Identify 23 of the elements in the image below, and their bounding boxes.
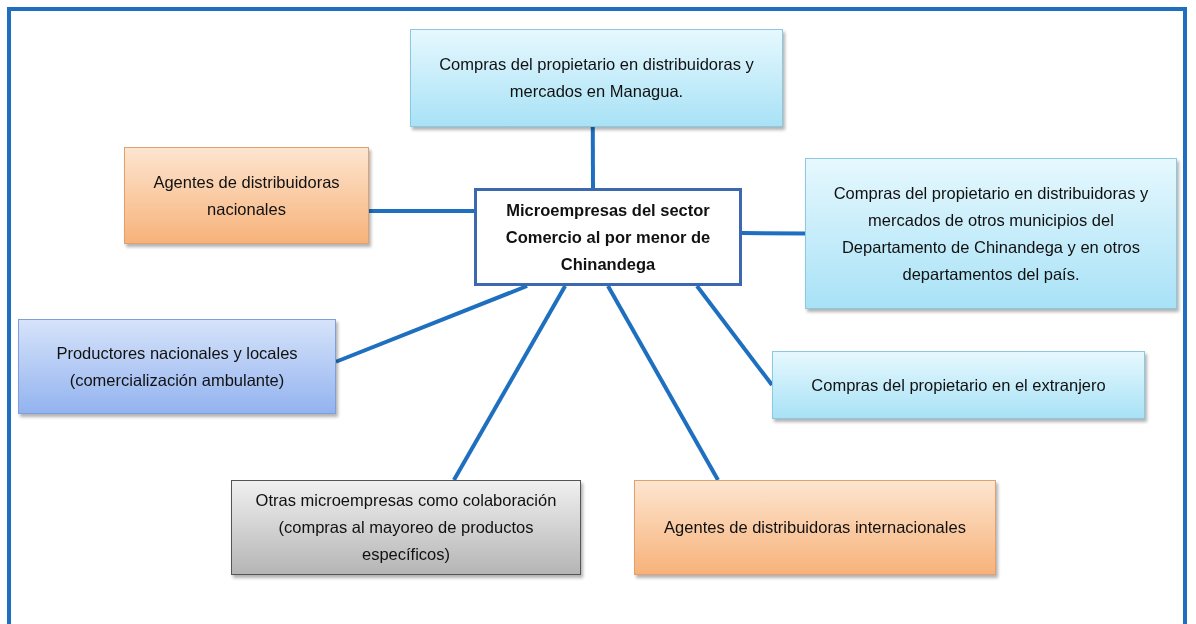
source-box (124, 147, 369, 244)
box-text: Microempresas del sector Comercio al por menor de Chinandega (504, 199, 712, 275)
connector-line (335, 284, 528, 364)
connector-line (742, 231, 805, 236)
box-text: Compras del propietario en el extranjero (811, 374, 1106, 396)
source-box (634, 480, 996, 575)
box-text: Otras microempresas como colaboración (compras al mayoreo de productos específicos) (254, 490, 558, 565)
central-box (474, 188, 742, 286)
box-text: Agentes de distribuidoras nacionales (152, 171, 341, 220)
connector-line (369, 209, 474, 214)
box-text: Agentes de distribuidoras internacionales (664, 517, 966, 538)
box-text: Productores nacionales y locales (comercialización ambulante) (55, 342, 299, 391)
connector-line (606, 285, 720, 481)
source-box (18, 319, 336, 414)
connector-line (452, 285, 567, 481)
connector-line (590, 127, 595, 188)
source-box (231, 480, 581, 575)
box-text: Compras del propietario en distribuidoras y mercados en Managua. (438, 54, 755, 102)
box-text: Compras del propietario en distribuidoras y mercados de otros municipios del Departamento de Chinandega y en otros departamentos del país. (832, 182, 1150, 285)
source-box (805, 158, 1177, 309)
source-box (772, 351, 1145, 419)
connector-line (695, 284, 774, 387)
source-box (410, 29, 783, 127)
